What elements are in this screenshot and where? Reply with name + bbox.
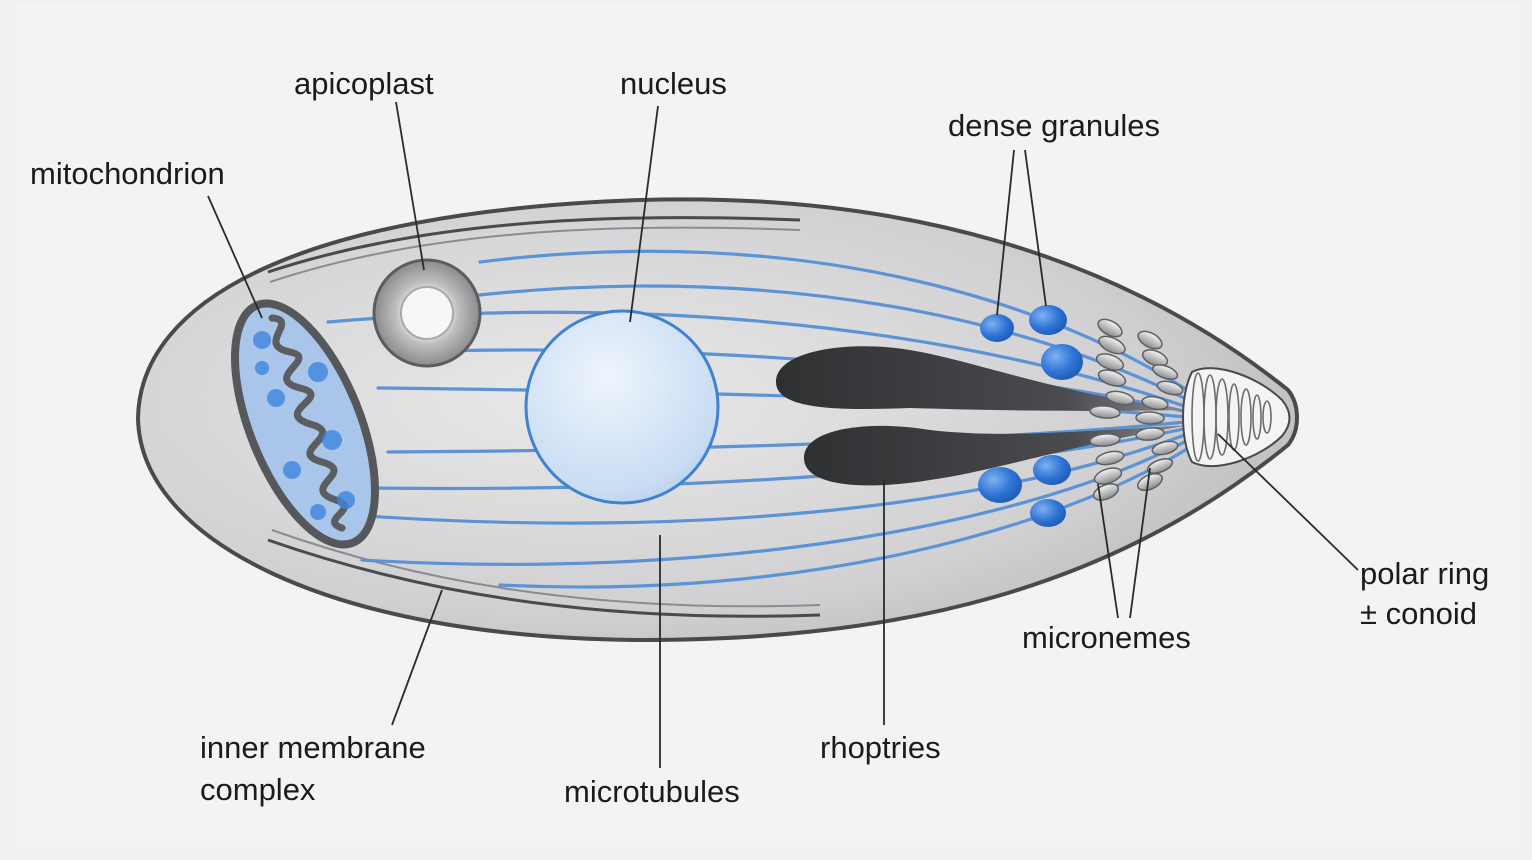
label-dense-granules: dense granules [948, 108, 1160, 143]
label-micronemes: micronemes [1022, 620, 1191, 655]
label-nucleus: nucleus [620, 66, 727, 101]
label-inner-membrane: inner membrane [200, 730, 426, 765]
label-rhoptries: rhoptries [820, 730, 941, 765]
label-microtubules: microtubules [564, 774, 740, 809]
label-apicoplast: apicoplast [294, 66, 434, 101]
nucleus [526, 311, 718, 503]
apicoplast [374, 260, 480, 366]
label-conoid: ± conoid [1360, 596, 1477, 631]
label-mitochondrion: mitochondrion [30, 156, 225, 191]
label-inner-membrane-complex: complex [200, 772, 316, 807]
label-polar-ring: polar ring [1360, 556, 1489, 591]
